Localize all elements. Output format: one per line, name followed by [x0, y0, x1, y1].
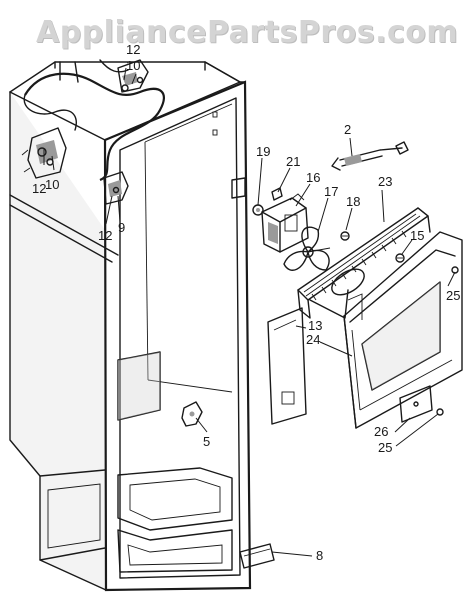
callout-labels: 12 10 12 10 12 9 19 21 16 17 2 23 18 15 …	[32, 42, 460, 563]
callout-18: 18	[346, 194, 360, 209]
callout-10: 10	[45, 177, 59, 192]
fan-blade-17	[283, 226, 331, 271]
callout-16: 16	[306, 170, 320, 185]
callout-23: 23	[378, 174, 392, 189]
screw-18	[340, 231, 350, 241]
switch-assembly-right	[103, 171, 129, 205]
leader-lines	[43, 67, 456, 557]
screw-15	[395, 253, 405, 263]
cabinet-liner	[9, 61, 252, 592]
callout-2: 2	[344, 122, 351, 137]
callout-8: 8	[316, 548, 323, 563]
sensor-2	[331, 141, 409, 171]
callout-21: 21	[286, 154, 300, 169]
callout-13: 13	[308, 318, 322, 333]
fan-motor-16	[261, 193, 309, 253]
callout-15: 15	[410, 228, 424, 243]
panel-13	[267, 307, 307, 425]
callout-12: 12	[126, 42, 140, 57]
clip-5	[181, 401, 203, 427]
callout-25: 25	[446, 288, 460, 303]
switch-assembly-top	[117, 59, 149, 93]
screw-21	[271, 187, 283, 201]
watermark-text: AppliancePartsPros.com	[36, 15, 459, 50]
air-grille-23	[297, 207, 431, 319]
callout-5: 5	[203, 434, 210, 449]
callout-25: 25	[378, 440, 392, 455]
callout-19: 19	[256, 144, 270, 159]
callout-17: 17	[324, 184, 338, 199]
callout-9: 9	[118, 220, 125, 235]
callout-24: 24	[306, 332, 320, 347]
callout-10: 10	[126, 58, 140, 73]
bracket-8	[239, 543, 275, 569]
callout-26: 26	[374, 424, 388, 439]
callout-12: 12	[32, 181, 46, 196]
wiring-harness	[23, 59, 165, 182]
evaporator-cover-24	[343, 231, 463, 429]
plate-26	[399, 385, 433, 423]
callout-12: 12	[98, 228, 112, 243]
